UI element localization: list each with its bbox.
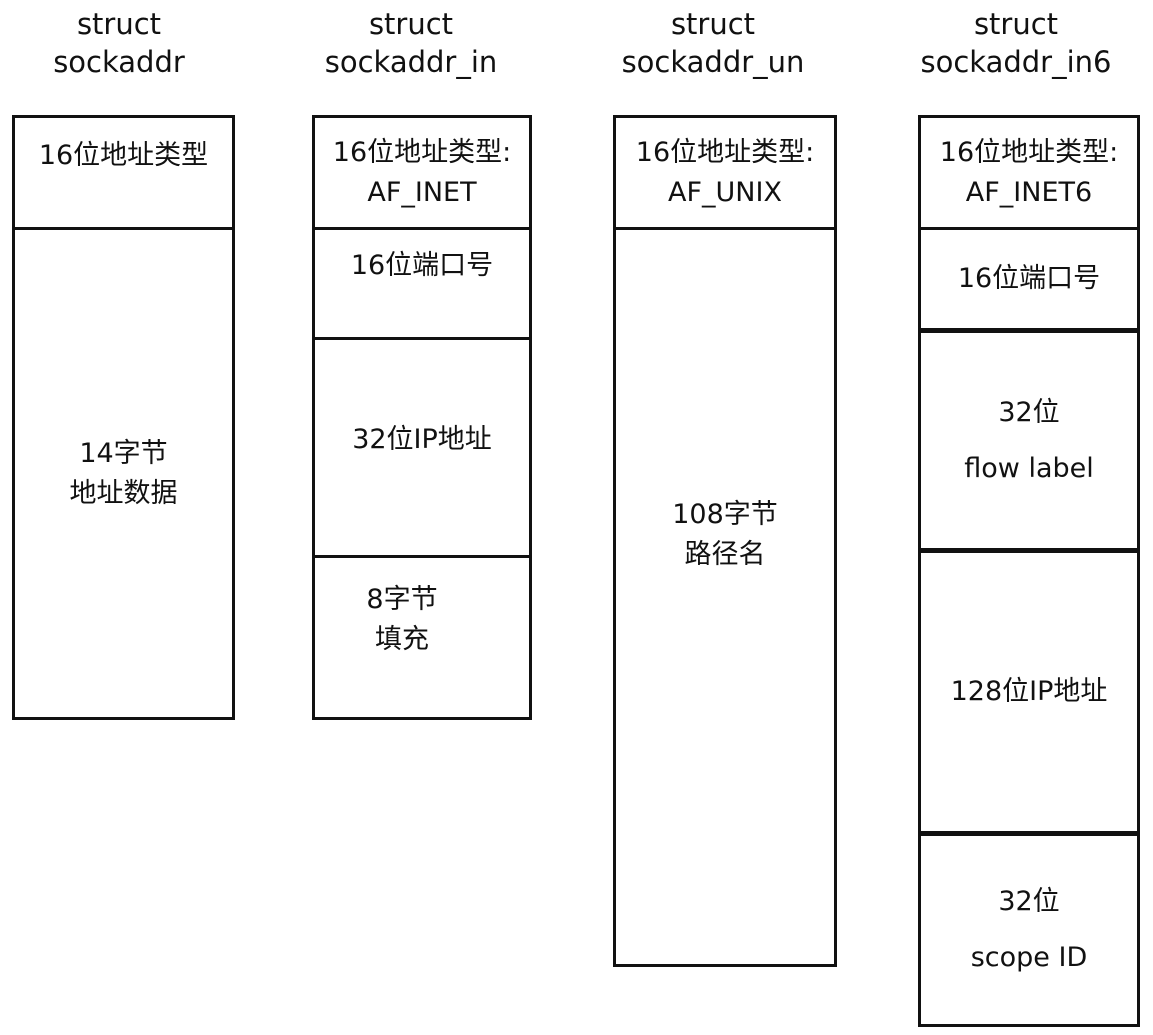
title-line-2: sockaddr_in6 — [920, 45, 1112, 79]
field-address-family: 16位地址类型: AF_UNIX — [616, 118, 834, 230]
field-address-family: 16位地址类型 — [15, 118, 232, 230]
title-line-1: struct — [670, 7, 756, 41]
field-address-family: 16位地址类型: AF_INET6 — [921, 118, 1137, 230]
field-text: 16位地址类型 — [38, 140, 209, 171]
title-sockaddr-in6: struct sockaddr_in6 — [906, 5, 1126, 81]
field-scope-id: 32位 scope ID — [921, 836, 1137, 1024]
title-line-1: struct — [368, 7, 454, 41]
field-address-family: 16位地址类型: AF_INET — [315, 118, 529, 230]
struct-sockaddr-in6-box: 16位地址类型: AF_INET6 16位端口号 32位 flow label … — [918, 115, 1140, 1027]
title-line-2: sockaddr_un — [621, 45, 805, 79]
field-text: 32位 — [998, 396, 1060, 428]
title-line-1: struct — [76, 7, 162, 41]
title-line-2: sockaddr — [53, 45, 185, 79]
field-text: AF_INET — [367, 176, 477, 208]
field-text: 14字节 — [79, 437, 168, 469]
title-sockaddr-un: struct sockaddr_un — [608, 5, 818, 81]
struct-sockaddr-box: 16位地址类型 14字节 地址数据 — [12, 115, 235, 720]
field-text: 128位IP地址 — [950, 676, 1108, 707]
field-text: 16位端口号 — [350, 250, 494, 281]
field-flow-label: 32位 flow label — [921, 333, 1137, 553]
field-text: AF_INET6 — [965, 176, 1093, 208]
title-sockaddr: struct sockaddr — [24, 5, 214, 81]
field-text: 8字节 — [366, 584, 438, 615]
field-port: 16位端口号 — [921, 230, 1137, 333]
title-line-2: sockaddr_in — [324, 45, 498, 79]
field-text: flow label — [964, 452, 1094, 484]
field-text: AF_UNIX — [668, 176, 782, 208]
field-text: 32位 — [998, 886, 1060, 917]
field-ip-address: 32位IP地址 — [315, 340, 529, 558]
field-text: 地址数据 — [69, 477, 178, 509]
field-address-data: 14字节 地址数据 — [15, 230, 232, 717]
field-text: 填充 — [375, 624, 429, 655]
field-text: 16位地址类型: — [939, 136, 1119, 168]
struct-sockaddr-un-box: 16位地址类型: AF_UNIX 108字节 路径名 — [613, 115, 837, 967]
field-text: 16位地址类型: — [635, 136, 815, 168]
title-line-1: struct — [973, 7, 1059, 41]
field-text: scope ID — [970, 942, 1088, 973]
field-port: 16位端口号 — [315, 230, 529, 340]
field-text: 16位端口号 — [957, 263, 1101, 294]
field-padding: 8字节 填充 — [315, 558, 529, 717]
struct-sockaddr-in-box: 16位地址类型: AF_INET 16位端口号 32位IP地址 8字节 填充 — [312, 115, 532, 720]
field-path-name: 108字节 路径名 — [616, 230, 834, 964]
field-ip-address: 128位IP地址 — [921, 553, 1137, 836]
field-text: 32位IP地址 — [352, 424, 492, 455]
field-text: 108字节 — [672, 499, 778, 530]
field-text: 16位地址类型: — [332, 136, 512, 168]
field-text: 路径名 — [684, 539, 766, 570]
title-sockaddr-in: struct sockaddr_in — [306, 5, 516, 81]
